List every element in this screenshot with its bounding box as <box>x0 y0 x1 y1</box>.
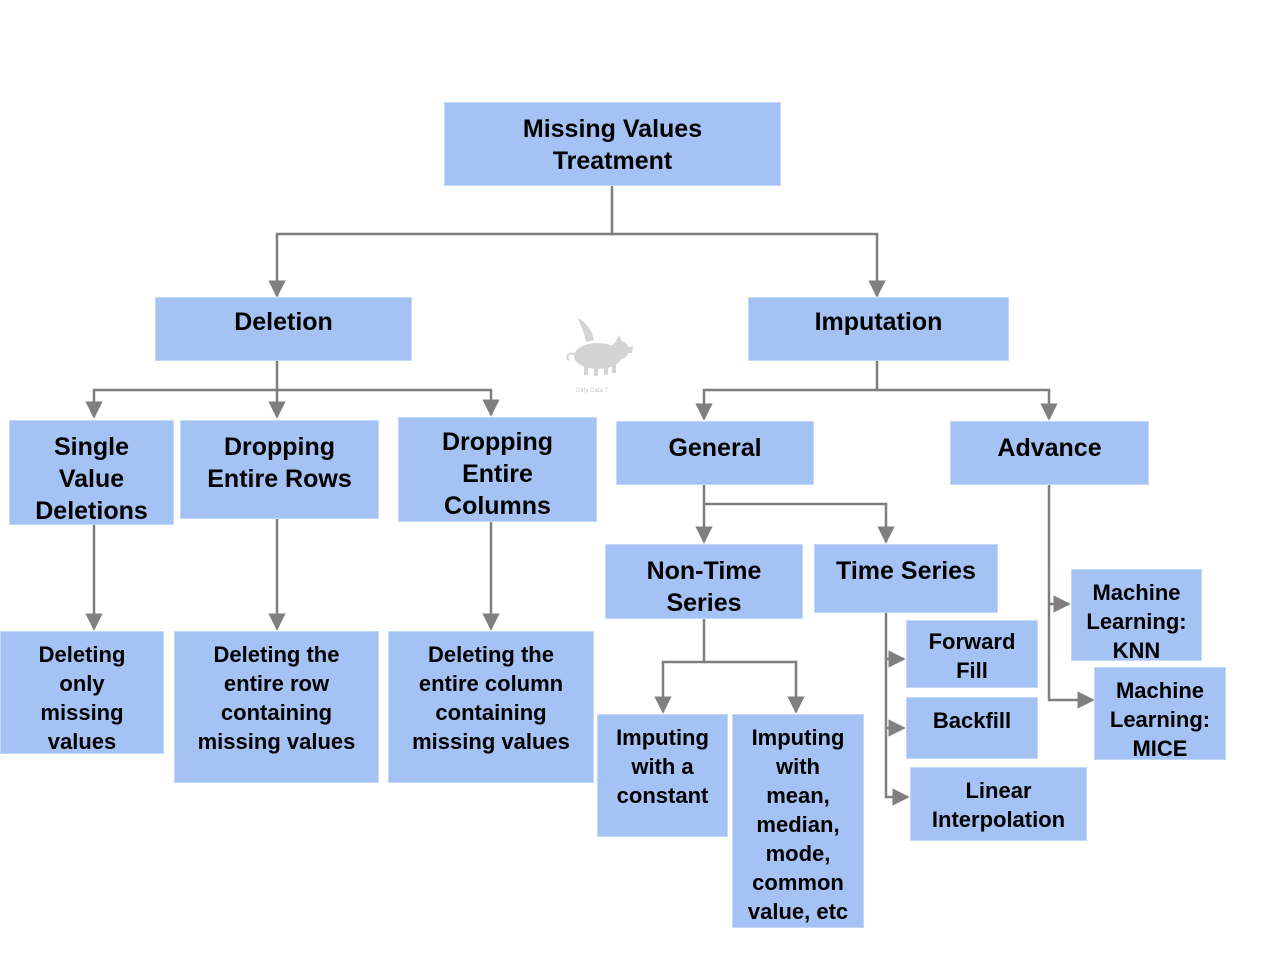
node-label: Dropping Entire Rows <box>207 433 352 493</box>
node-label: Missing Values Treatment <box>522 115 703 175</box>
node-time-series: Time Series <box>814 544 998 613</box>
connector-imputation-general <box>695 360 879 421</box>
connector-root-imputation <box>612 232 886 298</box>
node-ml-knn: Machine Learning: KNN <box>1071 569 1202 663</box>
node-dropping-entire-rows: Dropping Entire Rows <box>180 420 379 519</box>
node-label: Dropping Entire Columns <box>441 428 554 520</box>
node-label: Non-Time Series <box>646 557 762 617</box>
node-label: Machine Learning: MICE <box>1109 678 1211 761</box>
node-label: Machine Learning: KNN <box>1086 580 1187 663</box>
watermark-text: Dirty Data ? <box>576 388 608 394</box>
flying-pig-icon: Dirty Data ? <box>566 318 633 394</box>
connector-nontime-mean <box>704 660 805 714</box>
node-advance: Advance <box>950 421 1149 485</box>
node-label: Deleting the entire row containing missi… <box>197 642 356 754</box>
node-non-time-series: Non-Time Series <box>605 544 803 619</box>
node-label: Imputation <box>814 308 943 336</box>
node-label: Imputing with a constant <box>616 725 709 808</box>
connector-advance-mice <box>1047 485 1095 709</box>
node-label: Imputing with mean, median, mode, common… <box>747 725 849 924</box>
node-imputing-with-mean: Imputing with mean, median, mode, common… <box>732 714 864 928</box>
node-missing-values-treatment: Missing Values Treatment <box>444 102 781 186</box>
connector-timeseries-forward <box>884 613 910 806</box>
connector-imputation-advance <box>877 388 1058 421</box>
watermark-logo: Dirty Data ? <box>556 312 640 396</box>
connector-deletion-single <box>85 360 279 419</box>
node-imputing-with-constant: Imputing with a constant <box>597 714 728 837</box>
node-imputation: Imputation <box>748 297 1009 361</box>
node-label: Deleting only missing values <box>38 642 126 754</box>
node-deleting-entire-row: Deleting the entire row containing missi… <box>174 631 379 783</box>
node-label: Single Value Deletions <box>35 433 148 525</box>
node-label: Backfill <box>932 708 1012 733</box>
node-linear-interpolation: Linear Interpolation <box>910 767 1087 841</box>
node-deleting-only-missing-values: Deleting only missing values <box>0 631 164 754</box>
connector-general-timeseries <box>704 502 895 544</box>
node-forward-fill: Forward Fill <box>906 620 1038 688</box>
node-deletion: Deletion <box>155 297 412 361</box>
connector-deletion-columns <box>277 388 500 417</box>
node-ml-mice: Machine Learning: MICE <box>1094 667 1226 761</box>
connector-nontime-constant <box>654 619 706 714</box>
node-single-value-deletions: Single Value Deletions <box>9 420 174 525</box>
node-general: General <box>616 421 814 485</box>
connector-root-deletion <box>268 186 614 298</box>
node-backfill: Backfill <box>906 697 1038 759</box>
node-dropping-entire-columns: Dropping Entire Columns <box>398 417 597 522</box>
node-label: General <box>668 434 762 462</box>
node-deleting-entire-column: Deleting the entire column containing mi… <box>388 631 594 783</box>
node-label: Advance <box>997 434 1102 462</box>
node-label: Deletion <box>234 308 333 336</box>
node-label: Deleting the entire column containing mi… <box>412 642 570 754</box>
node-label: Linear Interpolation <box>931 778 1066 832</box>
node-label: Time Series <box>836 557 976 585</box>
node-label: Forward Fill <box>928 629 1016 683</box>
